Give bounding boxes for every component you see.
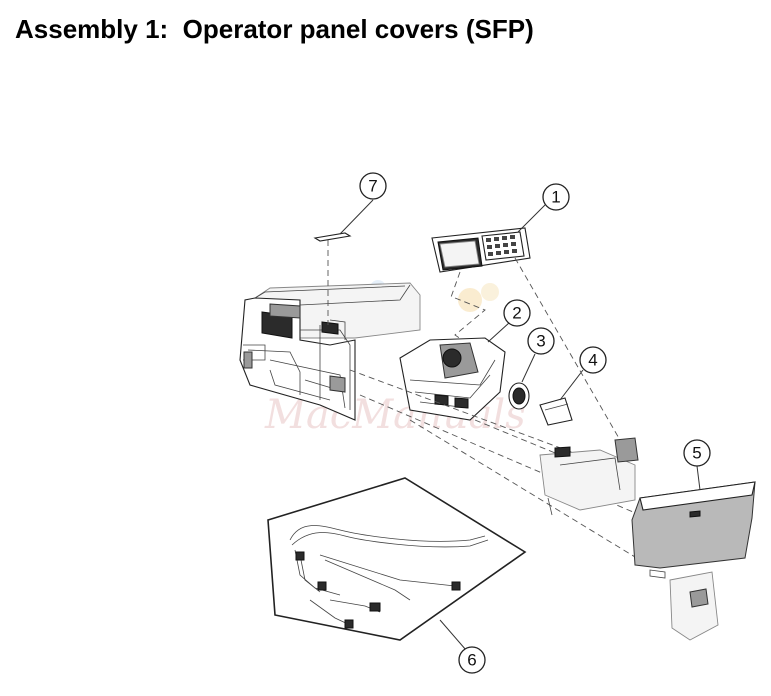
part-4-bracket [539, 369, 584, 426]
part-6-cable-inset [267, 477, 527, 651]
callout-2: 2 [503, 299, 531, 327]
callout-1: 1 [542, 183, 570, 211]
callout-4-label: 4 [588, 351, 597, 370]
part-7-label-sheet [313, 199, 374, 325]
callout-2-label: 2 [512, 304, 521, 323]
callout-6-label: 6 [467, 651, 476, 670]
callout-5: 5 [683, 439, 711, 467]
callout-6: 6 [458, 646, 486, 674]
part-3-knob [508, 353, 536, 410]
callout-3: 3 [527, 327, 555, 355]
lower-cover [669, 571, 719, 641]
callout-7-label: 7 [368, 177, 377, 196]
hinge-assembly [539, 437, 639, 516]
callout-4: 4 [579, 346, 607, 374]
page-title: Assembly 1: Operator panel covers (SFP) [15, 14, 534, 44]
part-2-bezel-housing [399, 321, 511, 421]
callout-3-label: 3 [536, 332, 545, 351]
callout-1-label: 1 [551, 188, 560, 207]
printer-frame [239, 282, 421, 421]
callout-7: 7 [359, 172, 387, 200]
callout-5-label: 5 [692, 444, 701, 463]
part-5-front-cover [631, 465, 756, 579]
part-1-operator-panel [431, 204, 546, 273]
